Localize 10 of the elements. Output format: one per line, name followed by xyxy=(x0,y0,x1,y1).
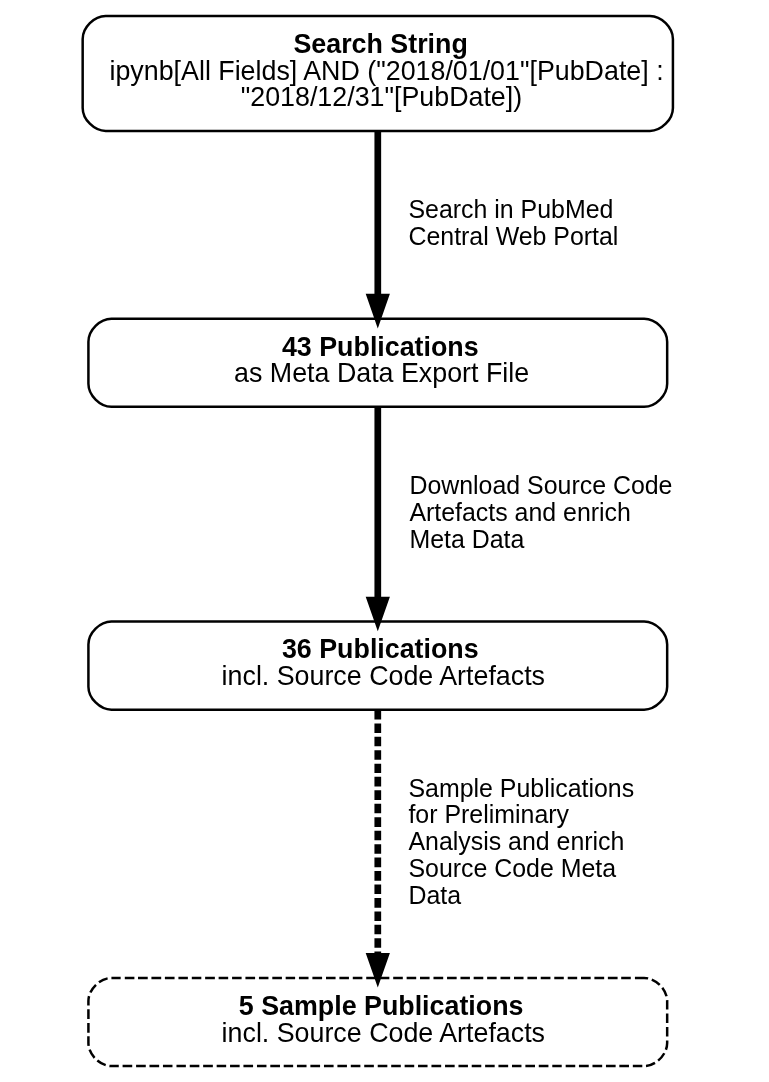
edge-label: Sample Publications for Preliminary Analysis and enrich Source Code Meta Data xyxy=(408,773,635,909)
edge-label: Search in PubMed Central Web Portal xyxy=(408,194,619,250)
node-box: Search String ipynb[All Fields] AND ("2018/01/01"[PubDate] : "2018/12/31"[PubDate]) xyxy=(81,14,675,133)
arrow xyxy=(365,131,390,329)
node-box: 36 Publications incl. Source Code Artefacts xyxy=(87,620,669,711)
node-box: 43 Publications as Meta Data Export File xyxy=(87,317,669,409)
arrow xyxy=(365,710,390,988)
edge-label: Download Source Code Artefacts and enrich Meta Data xyxy=(409,470,673,553)
node-box: 5 Sample Publications incl. Source Code Artefacts xyxy=(87,976,669,1068)
arrow xyxy=(365,406,390,632)
